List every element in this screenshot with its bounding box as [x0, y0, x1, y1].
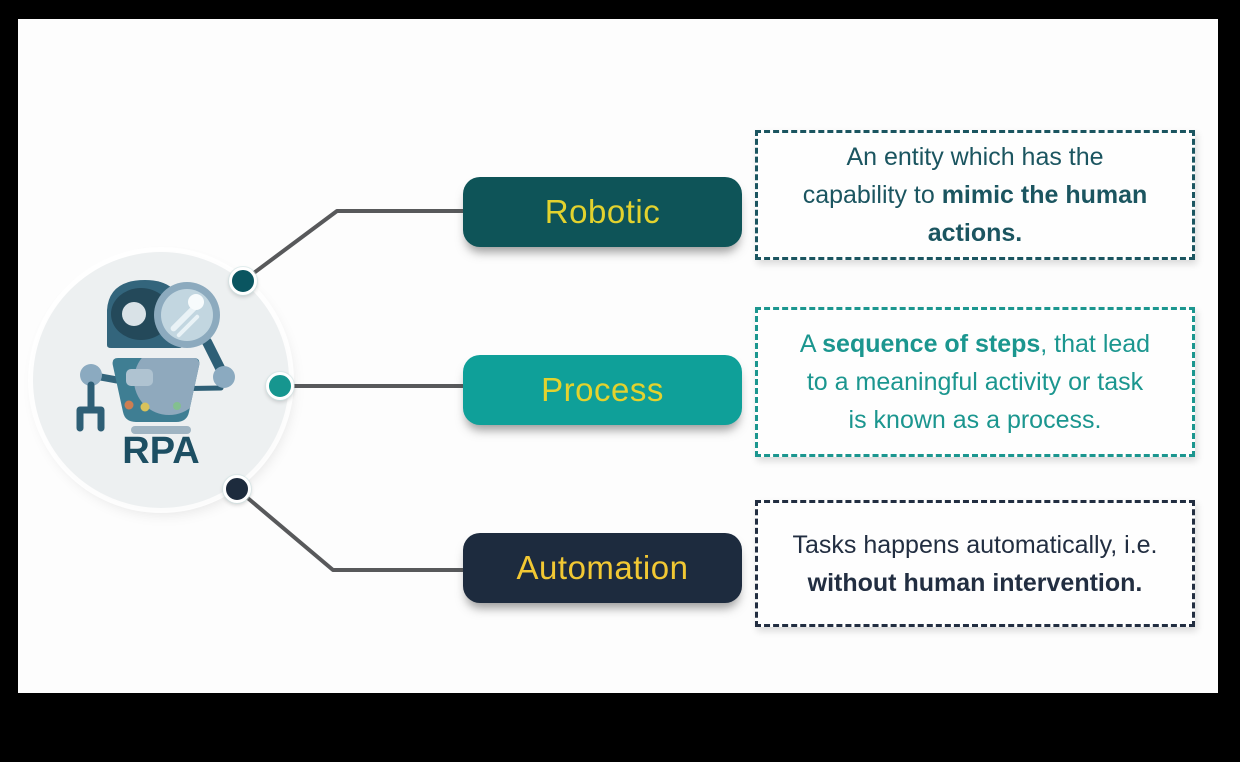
description-box-automation: Tasks happens automatically, i.e.without…: [755, 500, 1195, 627]
rim-dot-robotic: [229, 267, 257, 295]
rpa-hub-circle: RPA: [33, 252, 289, 508]
robot-left-joint: [80, 364, 102, 386]
pill-automation: Automation: [463, 533, 742, 603]
pill-automation-label: Automation: [516, 549, 689, 586]
pill-robotic: Robotic: [463, 177, 742, 247]
robot-body-panel: [134, 358, 200, 415]
robot-base-bar: [131, 426, 191, 434]
magnifier-highlight: [188, 294, 204, 310]
robot-body-screen: [126, 369, 153, 386]
robot-icon: RPA: [76, 280, 235, 472]
connector-automation: [235, 487, 473, 572]
robot-indicator-orange: [124, 400, 134, 410]
pill-process: Process: [463, 355, 742, 425]
robot-indicator-yellow: [140, 402, 150, 412]
connector-robotic: [241, 209, 473, 283]
robot-right-joint: [213, 366, 235, 388]
robot-claw: [76, 406, 105, 432]
robot-eye: [122, 302, 146, 326]
pill-process-label: Process: [541, 371, 664, 408]
pill-robotic-label: Robotic: [544, 193, 661, 230]
rpa-label: RPA: [122, 430, 199, 472]
rim-dot-process: [266, 372, 294, 400]
rim-dot-automation: [223, 475, 251, 503]
connector-lines: [235, 209, 473, 572]
magnifier-glare-2: [176, 314, 200, 338]
diagram-canvas: RPA Robotic Process Automation An entity…: [18, 19, 1218, 693]
robot-indicator-green: [173, 402, 181, 410]
